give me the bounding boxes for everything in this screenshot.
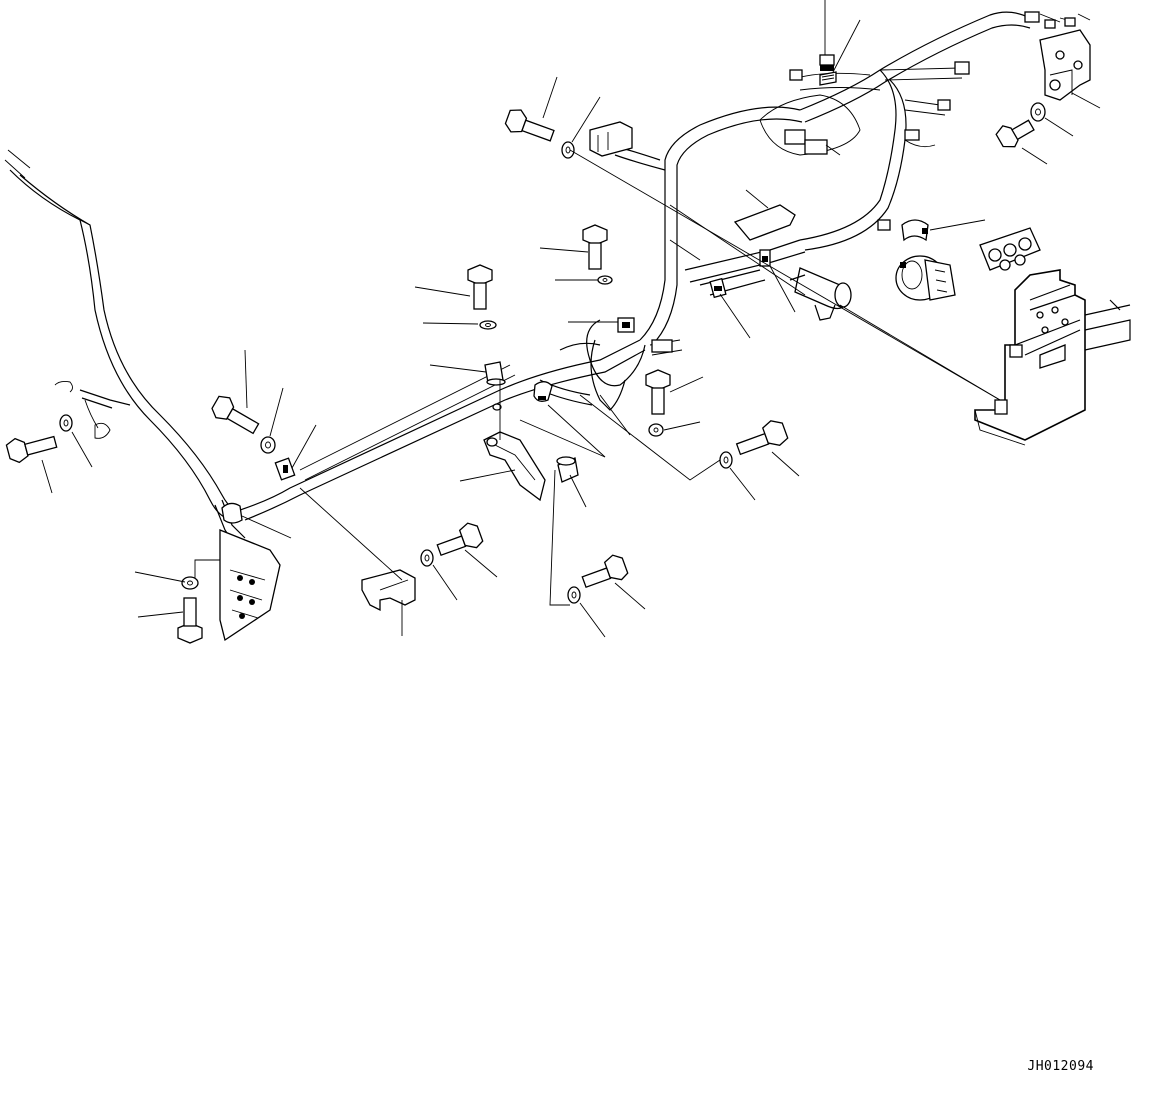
- washer-icon: [420, 549, 434, 567]
- hex-bolt-icon: [645, 369, 671, 415]
- washer-icon: [719, 451, 733, 469]
- washer-icon: [1030, 102, 1046, 122]
- hex-bolt-icon: [177, 597, 203, 644]
- harness-clamp-icon: [221, 502, 243, 524]
- harness-clamp-icon: [617, 317, 635, 333]
- hex-bolt-icon: [504, 109, 555, 142]
- washer-icon: [648, 423, 664, 437]
- bracket-icon: [361, 569, 416, 612]
- hex-bolt-icon: [735, 420, 789, 456]
- washer-icon: [479, 320, 497, 330]
- harness-clamp-icon: [484, 361, 506, 386]
- harness-clamp-icon: [492, 403, 502, 411]
- hex-bolt-icon: [5, 435, 58, 464]
- bracket-icon: [483, 431, 546, 502]
- washer-icon: [597, 275, 613, 285]
- harness-clamps: [221, 219, 929, 524]
- harness-clamp-icon: [901, 219, 929, 242]
- control-unit: [219, 529, 281, 642]
- connector-icon: [651, 339, 673, 353]
- spacer-icon: [556, 456, 579, 483]
- drawing-code: JH012094: [1027, 1059, 1094, 1074]
- hex-bolt-icon: [436, 522, 484, 557]
- hex-bolt-icon: [582, 224, 608, 270]
- hex-bolt-icon: [211, 395, 260, 435]
- harness-clamp-icon: [709, 277, 727, 299]
- washer-icon: [567, 586, 581, 604]
- harness-clamp-icon: [533, 381, 553, 402]
- hex-bolt-icon: [995, 119, 1035, 148]
- connector-icon: [904, 61, 970, 141]
- switch-cluster: [979, 227, 1041, 271]
- component-assembly: [895, 255, 956, 301]
- connector-icon: [784, 69, 841, 156]
- connector-icon: [589, 121, 633, 157]
- connector-icon: [819, 54, 837, 86]
- washer-icon: [260, 436, 276, 454]
- relay-icon: [789, 267, 852, 321]
- hex-bolt-icon: [467, 264, 493, 310]
- connector-icon: [877, 219, 891, 231]
- leader-lines: [41, 0, 1101, 638]
- harness-clamp-icon: [759, 249, 771, 267]
- bracket-icon: [733, 204, 796, 241]
- bolts: [5, 109, 1035, 644]
- bracket-icon: [1039, 29, 1091, 101]
- washer-icon: [59, 414, 73, 432]
- washer-icon: [181, 576, 199, 590]
- hex-bolt-icon: [581, 554, 629, 589]
- washer-icon: [561, 141, 575, 159]
- harness-clamp-icon: [274, 457, 296, 481]
- connectors: [589, 11, 1091, 353]
- washers: [59, 102, 1046, 604]
- mounting-frame: [974, 269, 1131, 446]
- connector-icon: [1024, 11, 1091, 29]
